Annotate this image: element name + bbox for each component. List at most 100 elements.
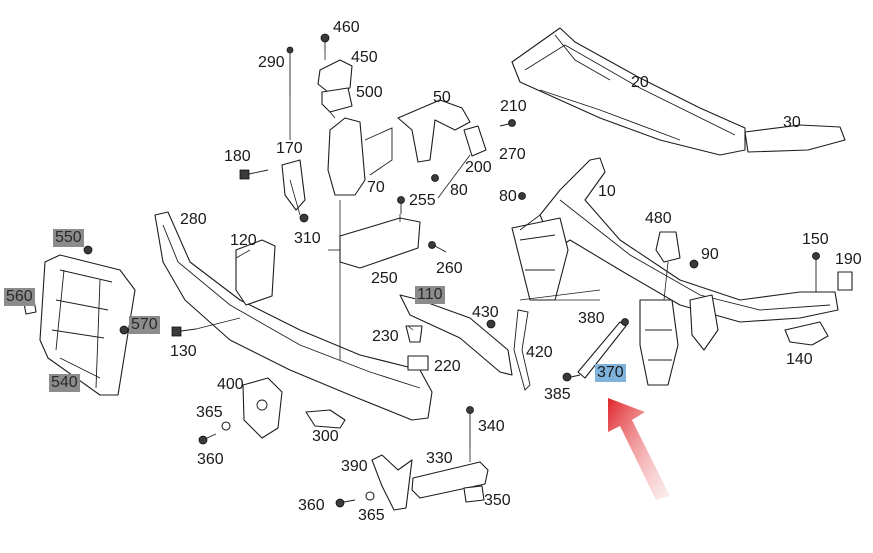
part-280-bumper-beam xyxy=(154,211,433,421)
label-200: 200 xyxy=(465,159,492,176)
part-30-bracket xyxy=(744,124,846,153)
part-20-upper-panel xyxy=(511,27,746,156)
label-380: 380 xyxy=(578,310,605,327)
washer-365-icon xyxy=(221,421,231,431)
label-170: 170 xyxy=(276,140,303,157)
label-260: 260 xyxy=(436,260,463,277)
part-190-bumper xyxy=(837,271,853,291)
part-500-striker xyxy=(321,87,353,113)
bolt-460-icon xyxy=(320,33,330,43)
label-370: 370 xyxy=(595,364,626,382)
part-540-frame xyxy=(39,254,136,396)
label-210: 210 xyxy=(500,98,527,115)
bolt-130-icon xyxy=(171,326,197,337)
part-300-plate xyxy=(305,409,346,429)
label-310: 310 xyxy=(294,230,321,247)
label-560: 560 xyxy=(4,288,35,306)
label-20: 20 xyxy=(631,74,649,91)
label-90: 90 xyxy=(701,246,719,263)
part-140-bracket xyxy=(784,321,829,346)
label-360-a: 360 xyxy=(197,451,224,468)
part-350-buffer xyxy=(463,485,485,503)
label-300: 300 xyxy=(312,428,339,445)
label-365-b: 365 xyxy=(358,507,385,524)
part-250-reinforcement xyxy=(339,217,421,269)
label-400: 400 xyxy=(217,376,244,393)
label-340: 340 xyxy=(478,418,505,435)
red-pointer-arrow-icon xyxy=(608,398,670,500)
nut-550-icon xyxy=(83,245,93,255)
part-220-clip xyxy=(407,355,429,371)
bolt-380-icon xyxy=(621,318,629,326)
label-230: 230 xyxy=(372,328,399,345)
part-480-mount xyxy=(655,231,681,263)
part-450-latch xyxy=(317,59,353,93)
label-330: 330 xyxy=(426,450,453,467)
part-390-bracket xyxy=(371,454,413,511)
bolt-340-icon xyxy=(466,406,474,448)
label-130: 130 xyxy=(170,343,197,360)
label-270: 270 xyxy=(499,146,526,163)
bolt-180-icon xyxy=(239,169,269,180)
part-420-rod xyxy=(513,309,531,391)
label-80-a: 80 xyxy=(450,182,468,199)
part-200-bracket xyxy=(463,125,487,157)
part-170-bracket xyxy=(281,159,306,211)
bolt-150-icon xyxy=(812,252,820,292)
bolt-210-icon xyxy=(499,119,516,127)
part-120-bracket xyxy=(235,239,276,306)
label-280: 280 xyxy=(180,211,207,228)
label-30: 30 xyxy=(783,114,801,131)
label-180: 180 xyxy=(224,148,251,165)
part-400-bracket xyxy=(242,377,283,439)
bolt-290-icon xyxy=(286,46,294,95)
bolt-385-icon xyxy=(562,372,581,382)
label-365-a: 365 xyxy=(196,404,223,421)
label-390: 390 xyxy=(341,458,368,475)
label-190: 190 xyxy=(835,251,862,268)
bolt-430-icon xyxy=(486,319,496,329)
label-500: 500 xyxy=(356,84,383,101)
label-120: 120 xyxy=(230,232,257,249)
label-430: 430 xyxy=(472,304,499,321)
label-80-b: 80 xyxy=(499,188,517,205)
part-110-strip xyxy=(399,294,513,376)
washer-365b-icon xyxy=(365,491,375,501)
label-385: 385 xyxy=(544,386,571,403)
label-350: 350 xyxy=(484,492,511,509)
part-10-front-carrier xyxy=(511,157,839,386)
part-330-bar xyxy=(411,461,489,499)
label-360-b: 360 xyxy=(298,497,325,514)
label-420: 420 xyxy=(526,344,553,361)
part-70-latch-carrier xyxy=(327,117,366,196)
part-230-bushing xyxy=(405,325,423,343)
leader-lines xyxy=(195,50,669,462)
label-220: 220 xyxy=(434,358,461,375)
bolt-80a-icon xyxy=(431,174,439,182)
label-70: 70 xyxy=(367,179,385,196)
label-140: 140 xyxy=(786,351,813,368)
bolt-260-icon xyxy=(428,241,447,253)
label-50: 50 xyxy=(433,89,451,106)
bolt-360-icon xyxy=(198,433,217,445)
label-570: 570 xyxy=(129,316,160,334)
label-450: 450 xyxy=(351,49,378,66)
label-255: 255 xyxy=(409,192,436,209)
bolt-90-icon xyxy=(689,259,699,269)
label-550: 550 xyxy=(53,229,84,247)
bolt-255-icon xyxy=(397,196,405,214)
bolt-310-icon xyxy=(299,213,309,223)
bolt-80b-icon xyxy=(518,192,526,200)
label-480: 480 xyxy=(645,210,672,227)
part-370-stay-rod xyxy=(577,321,627,379)
label-290: 290 xyxy=(258,54,285,71)
label-150: 150 xyxy=(802,231,829,248)
bolt-360b-icon xyxy=(335,498,356,508)
label-540: 540 xyxy=(49,374,80,392)
label-460: 460 xyxy=(333,19,360,36)
label-110: 110 xyxy=(415,286,445,304)
label-10: 10 xyxy=(598,183,616,200)
bolt-570-icon xyxy=(119,325,129,335)
